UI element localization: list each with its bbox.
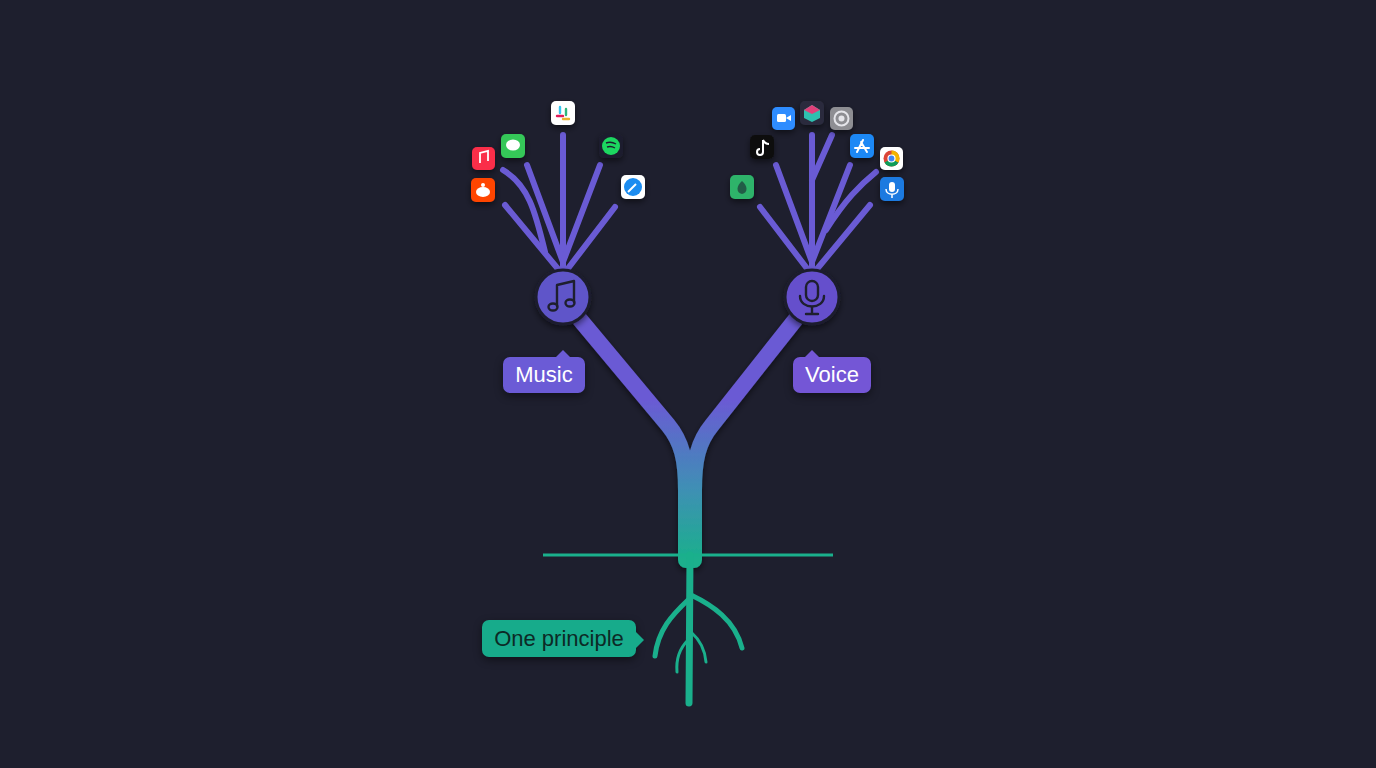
tiktok-icon — [750, 135, 774, 159]
tree-part — [557, 281, 574, 306]
tree-part — [738, 181, 747, 194]
label-text: Music — [515, 364, 572, 386]
reddit-icon — [471, 178, 495, 202]
tree-part — [563, 207, 615, 275]
tree-part — [888, 155, 895, 162]
tree-part — [760, 207, 812, 275]
teal-app-icon — [800, 101, 824, 125]
slack-icon — [551, 101, 575, 125]
tree-part — [835, 112, 849, 126]
tree-part — [566, 300, 575, 307]
messages-icon — [501, 134, 525, 158]
settings-icon — [830, 107, 853, 130]
right-twigs — [760, 135, 876, 275]
tree-part — [804, 105, 820, 114]
tree-part — [694, 310, 803, 560]
tree-part — [565, 109, 567, 115]
tree-part — [786, 115, 791, 121]
tree-part — [800, 296, 824, 307]
music-hub — [536, 270, 590, 324]
tree-part — [804, 105, 820, 122]
tree-part — [559, 107, 561, 113]
spotify-icon — [599, 134, 623, 158]
root-label: One principle — [482, 620, 636, 657]
music-note-symbol — [549, 281, 575, 311]
callout-pointer — [556, 350, 570, 357]
tree-part — [481, 183, 485, 187]
tree-part — [777, 114, 786, 122]
tree-part — [806, 307, 818, 314]
tree-part — [606, 142, 616, 148]
tree-part — [889, 182, 895, 192]
label-text: Voice — [805, 364, 859, 386]
roots — [655, 555, 742, 703]
tree-part — [839, 116, 845, 122]
app-icons-left — [471, 101, 645, 202]
tree-part — [886, 189, 898, 198]
branch-label: Voice — [793, 357, 871, 393]
tree-part — [884, 151, 900, 167]
tree-part — [757, 140, 769, 155]
tree-part — [812, 135, 832, 180]
app-icons-right — [730, 101, 904, 201]
green-app-icon — [730, 175, 754, 199]
tree-part — [503, 170, 545, 252]
mic-symbol — [800, 281, 824, 314]
tree-part — [691, 632, 706, 662]
app-store-icon — [850, 134, 874, 158]
tree-part — [624, 178, 642, 196]
tree-part — [572, 310, 686, 560]
safari-icon — [621, 175, 645, 199]
callout-pointer — [636, 632, 644, 648]
voice-app-icon — [880, 177, 904, 201]
tree-part — [557, 115, 563, 117]
label-text: One principle — [494, 628, 624, 650]
music-app-icon — [472, 147, 495, 170]
tree-part — [826, 172, 876, 230]
callout-pointer — [805, 350, 819, 357]
trunk — [572, 310, 803, 560]
tree-part — [806, 281, 818, 301]
tree-part — [549, 304, 558, 311]
tree-part — [689, 555, 690, 703]
tree-part — [812, 205, 870, 275]
voice-hub — [785, 270, 839, 324]
tree-part — [602, 137, 620, 155]
chrome-icon — [880, 147, 903, 170]
tree-part — [677, 640, 688, 672]
zoom-icon — [772, 107, 795, 130]
tree-part — [855, 140, 869, 152]
tree-part — [506, 140, 520, 151]
tree-part — [563, 118, 569, 120]
tree-part — [476, 187, 490, 197]
tree-part — [557, 107, 569, 119]
hub-circles — [536, 270, 839, 324]
branch-label: Music — [503, 357, 585, 393]
tree-part — [628, 184, 636, 192]
tree-part — [480, 151, 488, 163]
